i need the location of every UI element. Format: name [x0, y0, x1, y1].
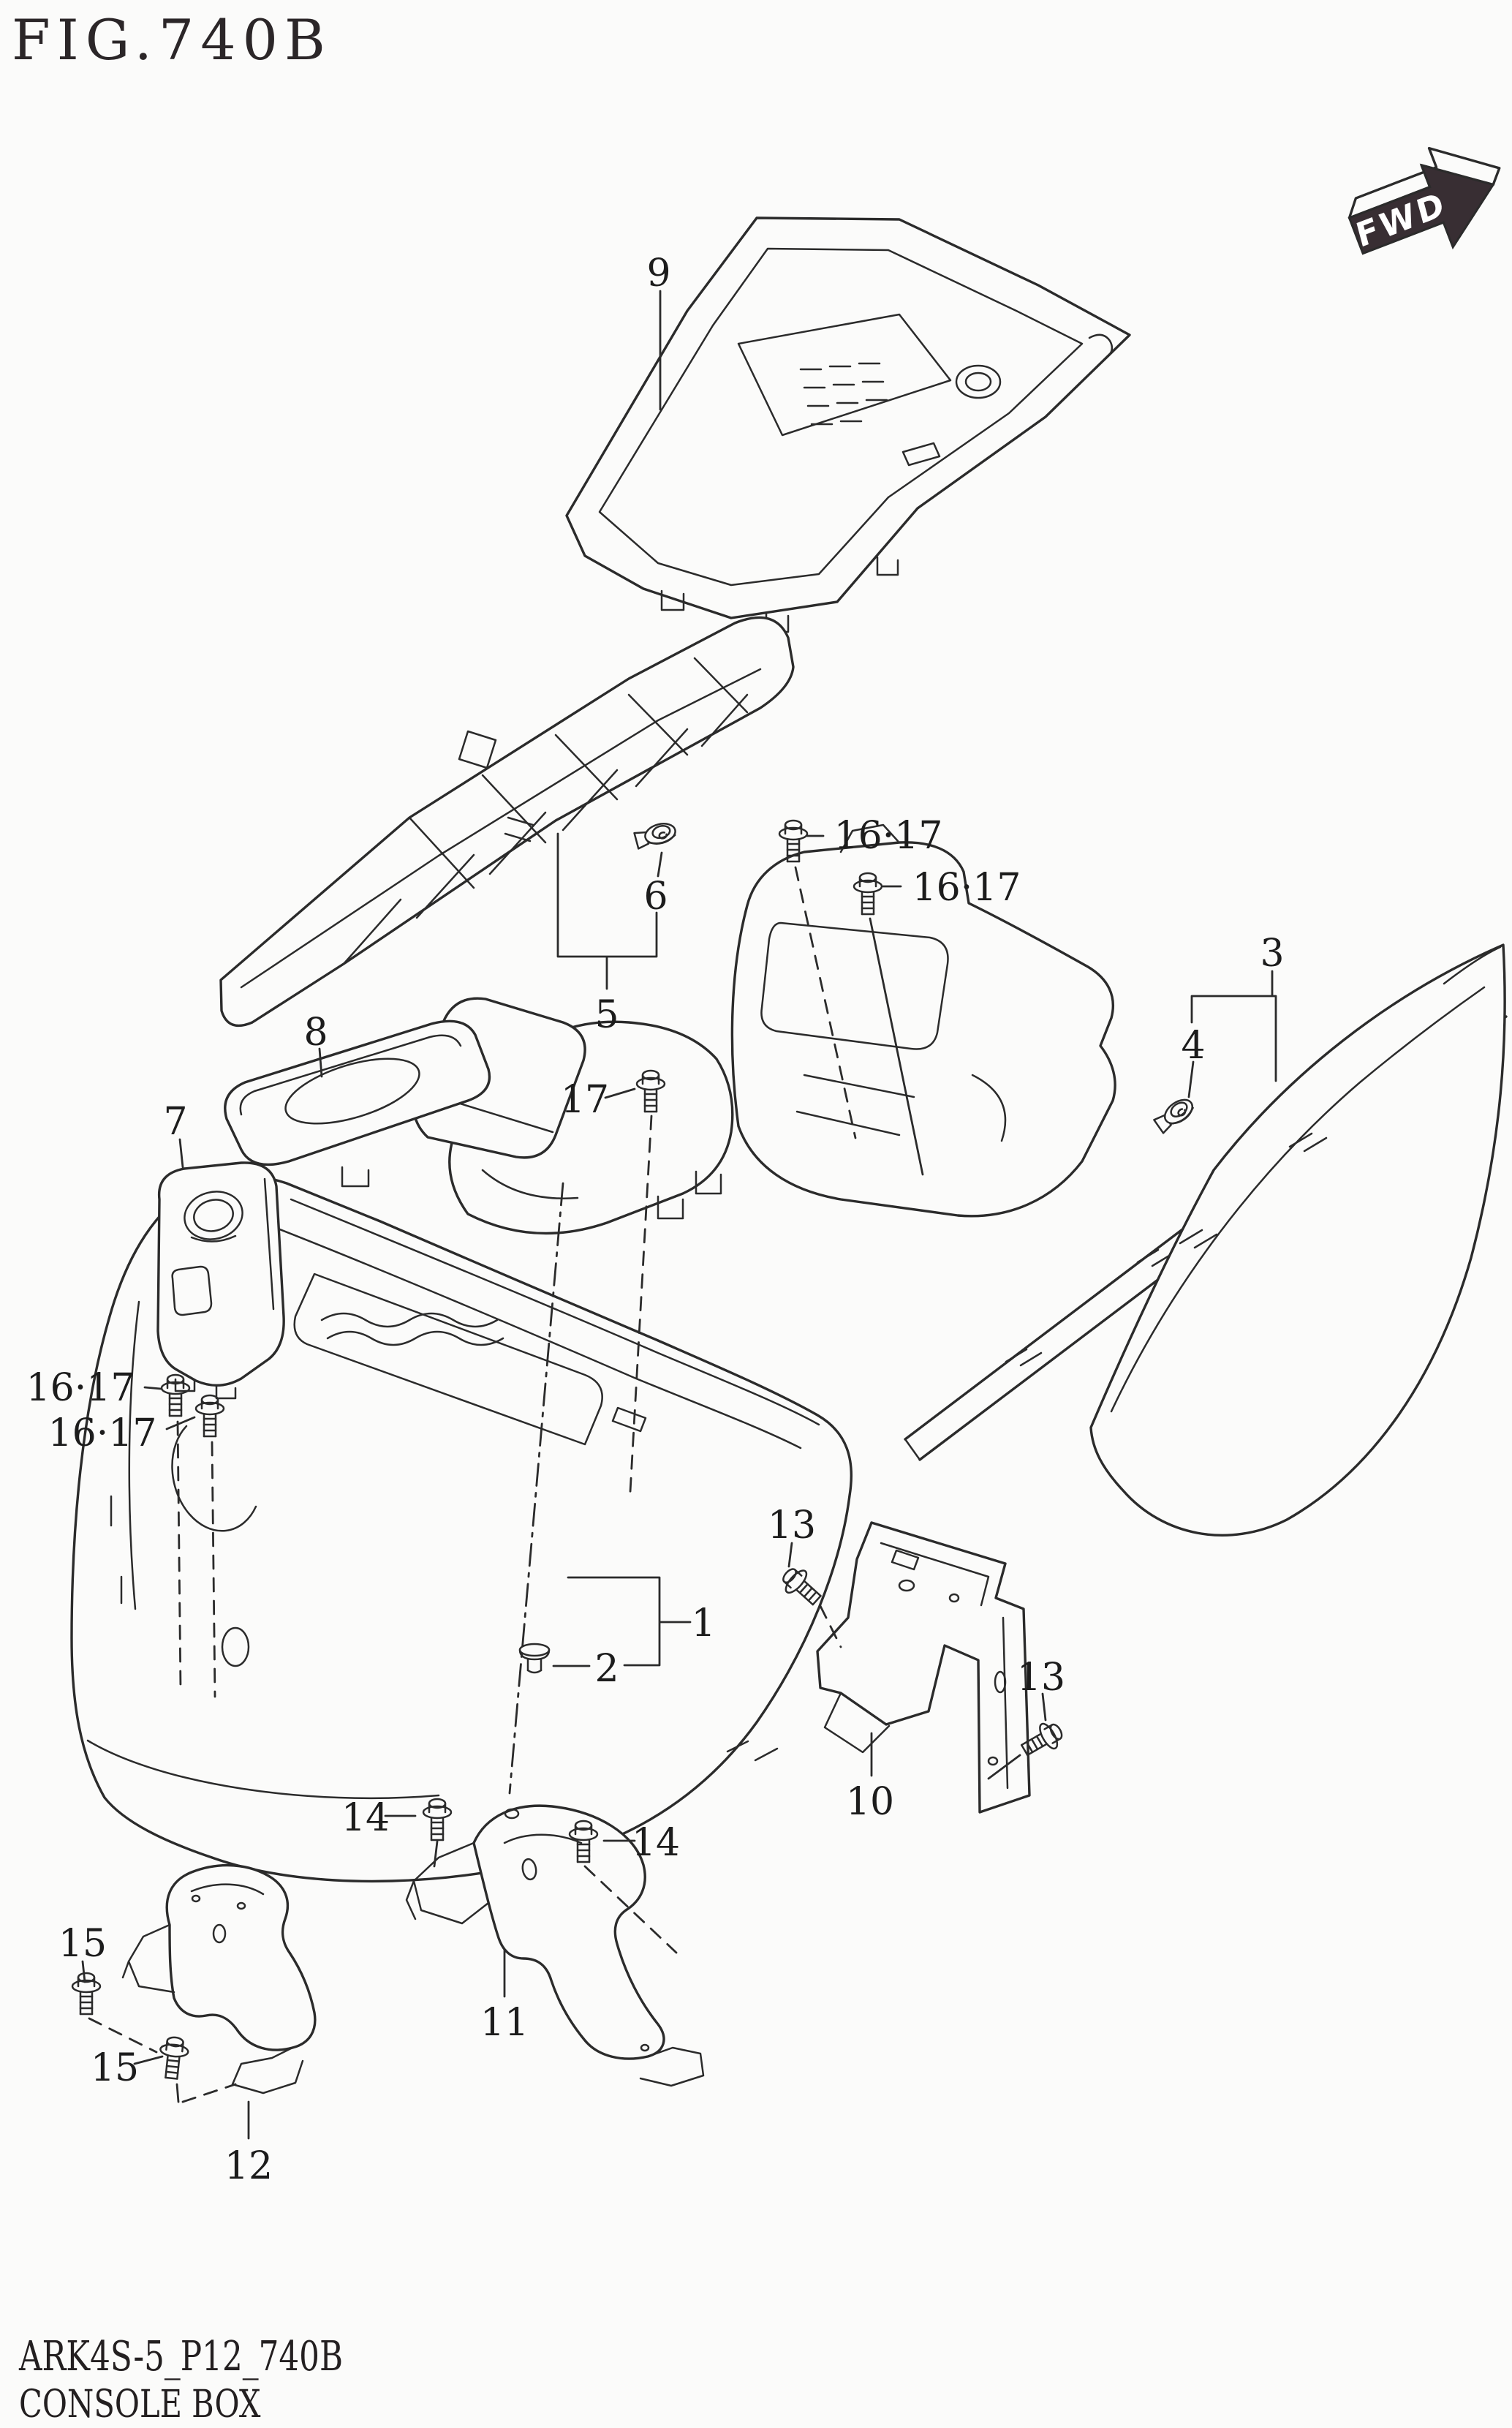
part-5-trim-panel [219, 616, 795, 1028]
figure-caption: CONSOLE BOX [19, 2383, 261, 2427]
part-callout-7: 7 [163, 1100, 187, 1144]
trim-clip-icon [1152, 1094, 1198, 1135]
console-front-cover [412, 997, 734, 1235]
part-9-upper-panel [565, 216, 1131, 633]
part-callout-2: 2 [594, 1647, 619, 1691]
part-callout-13: 13 [768, 1504, 816, 1547]
figure-number: FIG.740B [12, 7, 332, 72]
bolt-icon [156, 2035, 191, 2081]
part-callout-10: 10 [846, 1780, 894, 1824]
fwd-badge: FWD [1347, 146, 1501, 255]
trim-clip-icon [632, 819, 678, 851]
part-callout-16-17: 16·17 [912, 866, 1021, 910]
drawing-code: ARK4S-5_P12_740B [19, 2333, 344, 2380]
part-callout-16-17: 16·17 [834, 814, 943, 858]
part-callout-14: 14 [632, 1821, 680, 1865]
leader-lines [81, 290, 1277, 2140]
part-3-side-panel [904, 943, 1508, 1537]
part-callout-4: 4 [1181, 1024, 1205, 1068]
part-callout-14: 14 [341, 1796, 390, 1840]
part-callout-9: 9 [646, 252, 670, 295]
fwd-arrow-icon [1347, 163, 1495, 255]
part-callout-16-17: 16·17 [48, 1411, 157, 1455]
part-callout-13: 13 [1017, 1656, 1065, 1700]
part-callout-15: 15 [58, 1922, 107, 1966]
part-11-bracket [405, 1804, 705, 2087]
part-callout-15: 15 [91, 2046, 139, 2090]
part-callout-11: 11 [480, 2001, 529, 2045]
part-8-tray-garnish [224, 1019, 491, 1188]
part-7-side-pocket [156, 1161, 285, 1400]
console-rear-frame [730, 823, 1116, 1218]
part-callout-16-17: 16·17 [26, 1366, 135, 1410]
part-callout-3: 3 [1260, 932, 1284, 976]
part-callout-8: 8 [303, 1011, 328, 1055]
part-callout-6: 6 [643, 875, 668, 919]
part-callout-17: 17 [561, 1078, 609, 1122]
part-12-bracket [121, 1863, 317, 2095]
callout-labels: 9 16·17 16·17 6 5 8 7 17 3 4 16·17 16·17… [26, 252, 1285, 2188]
part-callout-1: 1 [691, 1602, 715, 1645]
bolt-icon [71, 1972, 102, 2016]
part-10-bracket [816, 1521, 1031, 1814]
part-callout-5: 5 [594, 993, 619, 1037]
part-callout-12: 12 [224, 2144, 273, 2188]
